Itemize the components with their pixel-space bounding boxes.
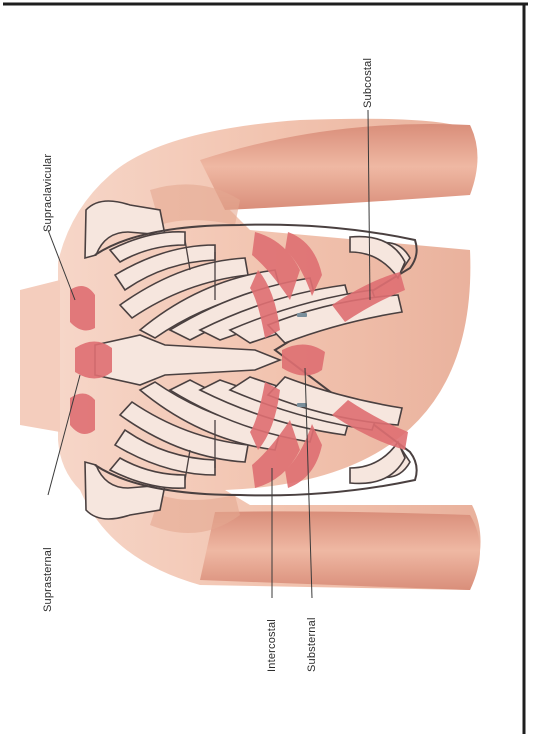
zone-suprasternal [75,342,112,379]
label-supraclavicular: Supraclavicular [42,154,54,232]
label-intercostal: Intercostal [266,619,278,672]
label-substernal: Substernal [306,617,318,672]
arm-lower [200,511,480,590]
neck-skin [20,280,60,432]
zone-supraclavicular [70,286,95,330]
label-suprasternal: Suprasternal [42,547,54,612]
label-subcostal: Subcostal [362,58,374,108]
zone-substernal [282,344,325,375]
